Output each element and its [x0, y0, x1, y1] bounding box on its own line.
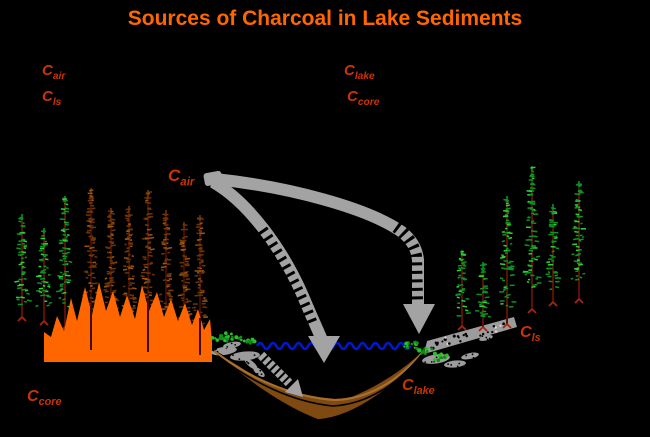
shore-right — [403, 340, 449, 363]
label-c-lake-base: C — [402, 377, 414, 394]
legend-c-core: Ccore — [347, 88, 379, 108]
forest-left-green — [14, 196, 73, 332]
label-c-lake: Clake — [402, 377, 435, 397]
label-c-core-base: C — [27, 388, 39, 405]
label-c-ls-sub: ls — [531, 332, 541, 345]
label-c-lake-sub: lake — [413, 385, 435, 398]
talus-slope — [422, 317, 517, 368]
label-c-ls-base: C — [520, 324, 532, 341]
legend-c-core-base: C — [347, 88, 358, 105]
legend-c-ls-base: C — [42, 88, 53, 105]
diagram-title: Sources of Charcoal in Lake Sediments — [127, 7, 523, 30]
label-c-core-sub: core — [38, 396, 62, 409]
arrow-air-to-lake — [209, 176, 340, 363]
arrow-air-to-shore — [214, 173, 435, 334]
legend-c-air: Cair — [42, 62, 65, 82]
shore-left — [210, 331, 260, 361]
label-c-air-sub: air — [180, 176, 195, 189]
lake-basin — [212, 342, 431, 421]
legend-c-lake: Clake — [344, 62, 375, 82]
legend-c-ls: Cls — [42, 88, 61, 108]
label-c-core: Ccore — [27, 388, 62, 408]
legend-c-lake-base: C — [344, 62, 355, 79]
legend-c-lake-sub: lake — [354, 71, 375, 82]
legend-c-air-base: C — [42, 62, 53, 79]
fire-flame-icon — [44, 282, 212, 362]
legend-c-core-sub: core — [357, 97, 380, 108]
forest-right — [455, 166, 587, 332]
arrow-sediment-to-core — [257, 351, 303, 397]
legend-c-air-sub: air — [52, 71, 66, 82]
label-c-ls: Cls — [520, 324, 541, 344]
basin-sediment — [244, 358, 265, 378]
label-c-air-base: C — [168, 166, 181, 185]
label-c-air: Cair — [168, 166, 194, 188]
burnt-trunks-over-flame — [90, 298, 201, 355]
legend-c-ls-sub: ls — [52, 97, 62, 108]
